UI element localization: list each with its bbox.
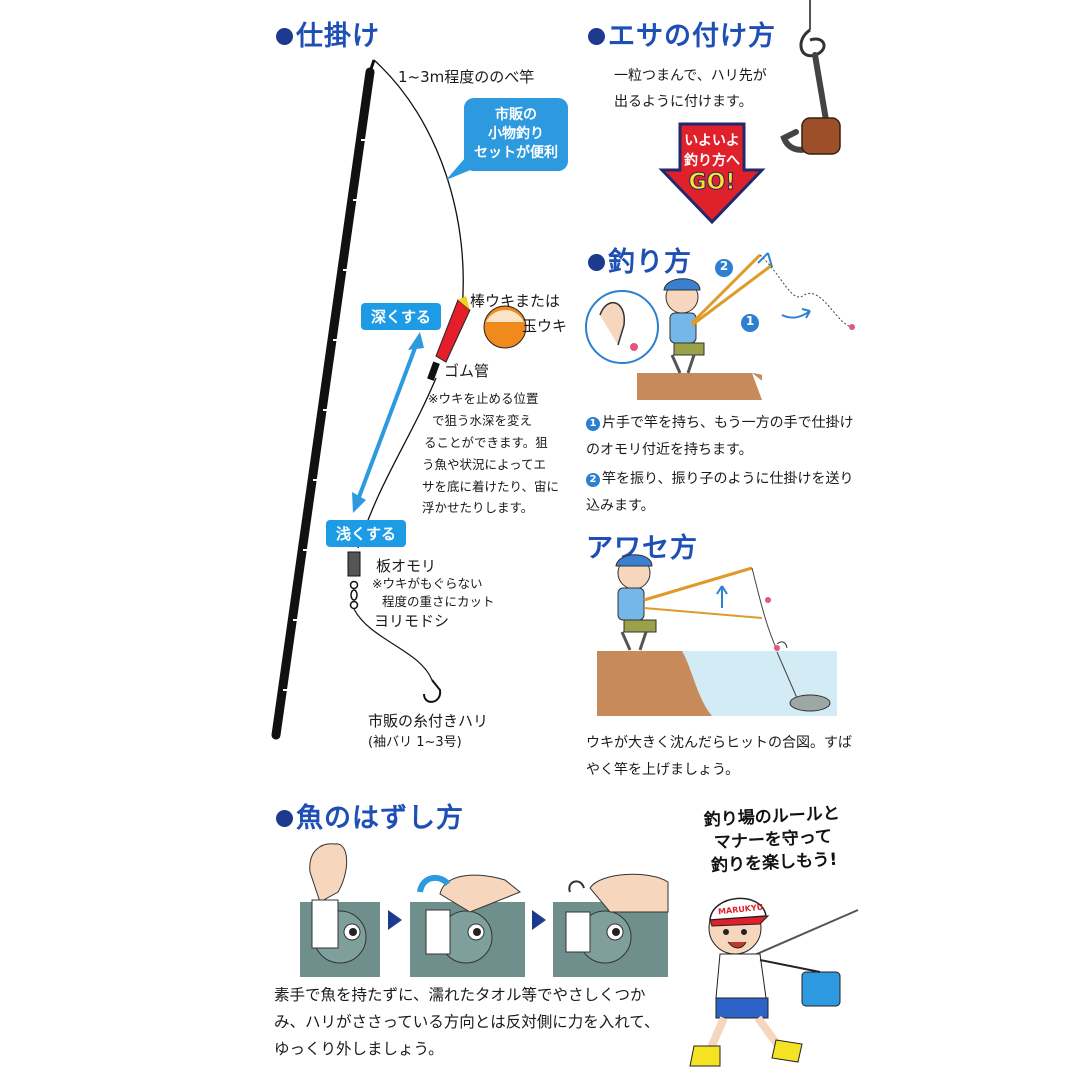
- note-line-1: ※ウキを止める位置: [428, 391, 539, 406]
- step-2-badge: 2: [586, 473, 600, 487]
- weight-label: 板オモリ: [376, 557, 437, 575]
- cast-step-1-marker: 1: [745, 314, 755, 328]
- ball-float: [483, 305, 527, 349]
- depth-arrow: [352, 332, 424, 513]
- note-line-5: サを底に着けたり、宙に: [422, 478, 560, 494]
- unhook-illustration: [300, 843, 669, 977]
- unhook-title-text: 魚のはずし方: [296, 803, 464, 834]
- go-line-3: GO!: [688, 170, 736, 196]
- fishing-section-title: 釣り方: [588, 240, 692, 279]
- fish-icon: [789, 694, 831, 712]
- swivel: [349, 580, 359, 610]
- bait-section-title: エサの付け方: [588, 14, 776, 53]
- rig-illustration: [271, 59, 527, 740]
- unhook-text: 素手で魚を持たずに、濡れたタオル等でやさしくつかみ、ハリがささっている方向とは反…: [274, 986, 660, 1059]
- bullet-dot: [588, 254, 605, 271]
- bullet-dot: [588, 28, 605, 45]
- rubber-tube: [427, 361, 440, 381]
- bait-grain: [801, 117, 841, 155]
- bubble-line-2: 小物釣り: [488, 125, 544, 142]
- go-line-2: 釣り方へ: [684, 153, 740, 169]
- fishing-line-upper: [373, 59, 464, 311]
- rod: [271, 59, 376, 740]
- shallower-label: 浅くする: [326, 520, 407, 547]
- go-line-1: いよいよ: [684, 133, 740, 149]
- step-1-text: 片手で竿を持ち、もう一方の手で仕掛けのオモリ付近を持ちます。: [586, 415, 854, 458]
- bullet-dot: [276, 28, 293, 45]
- strike-illustration: [597, 554, 837, 716]
- weight-note-1: ※ウキがもぐらない: [372, 576, 483, 591]
- set-bubble: 市販の 小物釣り セットが便利: [464, 98, 568, 171]
- bubble-line-1: 市販の: [495, 107, 537, 123]
- rubber-tube-label: ゴム管: [444, 362, 490, 380]
- fishing-title-text: 釣り方: [608, 247, 692, 278]
- rig-title-text: 仕掛け: [296, 21, 380, 52]
- hook: [423, 679, 442, 703]
- deeper-label: 深くする: [361, 303, 442, 330]
- note-line-2: で狙う水深を変え: [432, 412, 533, 428]
- hook-label: 市販の糸付きハリ: [368, 712, 489, 730]
- mascot-illustration: [689, 897, 859, 1067]
- note-line-3: ることができます。狙: [424, 434, 548, 450]
- float-note: ※ウキを止める位置 で狙う水深を変え ることができます。狙 う魚や状況によってエ…: [422, 388, 559, 519]
- rig-section-title: 仕掛け: [276, 14, 380, 53]
- bait-text-2: 出るように付けます。: [614, 94, 753, 110]
- note-line-6: 浮かせたりします。: [422, 500, 534, 516]
- swivel-label: ヨリモドシ: [374, 612, 450, 630]
- float-label-2: 玉ウキ: [522, 317, 568, 335]
- stick-float: [435, 296, 471, 363]
- hook-bait-illustration: [780, 0, 841, 155]
- strike-text: ウキが大きく沈んだらヒットの合図。すばやく竿を上げましょう。: [586, 735, 852, 778]
- bullet-dot: [276, 810, 293, 827]
- rod-label: 1~3m程度ののべ竿: [398, 68, 535, 86]
- unhook-section-title: 魚のはずし方: [276, 796, 464, 835]
- float-label-1: 棒ウキまたは: [470, 292, 561, 310]
- cast-step-2-marker: 2: [719, 259, 729, 273]
- bait-text-1: 一粒つまんで、ハリ先が: [614, 68, 767, 84]
- bubble-line-3: セットが便利: [474, 144, 558, 161]
- bait-title-text: エサの付け方: [608, 21, 776, 52]
- casting-illustration: [585, 252, 857, 400]
- rules-message: 釣り場のルールと マナーを守って 釣りを楽しもう!: [676, 801, 869, 880]
- hook-size: (袖バリ 1~3号): [368, 735, 462, 750]
- step-2-text: 竿を振り、振り子のように仕掛けを送り込みます。: [586, 471, 854, 514]
- note-line-4: う魚や状況によってエ: [422, 456, 547, 472]
- step-1-badge: 1: [586, 417, 600, 431]
- sinker: [347, 551, 361, 577]
- go-arrow-badge: いよいよ 釣り方へ GO!: [658, 122, 766, 224]
- weight-note-2: 程度の重さにカット: [382, 594, 495, 609]
